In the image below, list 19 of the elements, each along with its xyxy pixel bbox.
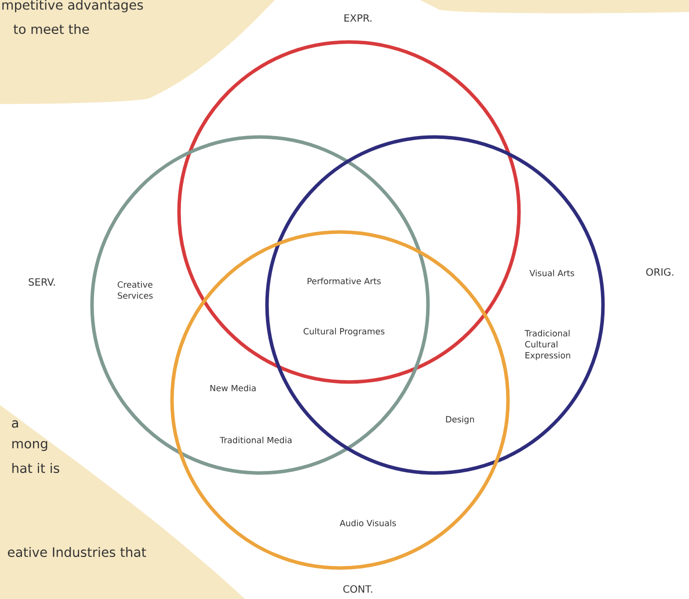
circle-label: ORIG. <box>646 268 674 276</box>
region-label: Tradicional Cultural Expression <box>524 330 570 360</box>
region-label: Traditional Media <box>220 436 292 444</box>
text-fragment: mpetitive advantages <box>2 0 143 12</box>
region-label: Design <box>446 416 474 424</box>
text-fragment: hat it is <box>12 462 60 474</box>
region-label: Performative Arts <box>308 278 381 284</box>
circle-label: EXPR. <box>344 14 372 22</box>
text-fragment: eative Industries that <box>8 546 146 558</box>
text-fragment: mong <box>12 441 48 451</box>
circle-label: CONT. <box>343 585 372 593</box>
region-label: Cultural Programes <box>304 328 384 336</box>
text-fragment: a <box>12 420 18 428</box>
region-label: Audio Visuals <box>340 520 396 526</box>
circle-label: SERV. <box>28 278 55 286</box>
text-fragment: to meet the <box>14 24 89 34</box>
region-label: Visual Arts <box>530 270 574 276</box>
region-label: New Media <box>210 384 256 392</box>
region-label: Creative Services <box>118 281 153 299</box>
